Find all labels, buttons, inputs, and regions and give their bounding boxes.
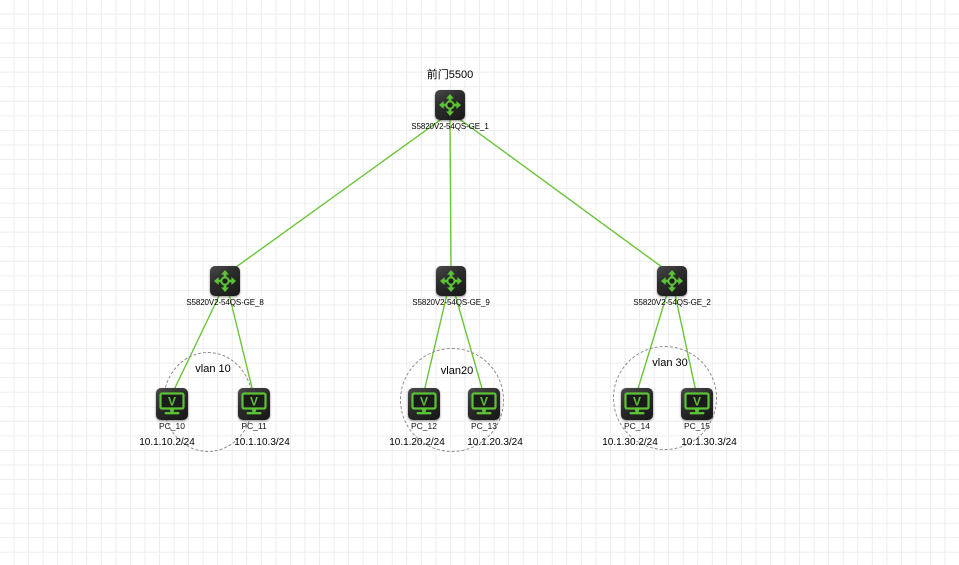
- switch-arrows-icon: [661, 270, 683, 292]
- switch-icon[interactable]: [210, 266, 240, 296]
- link-core-to-left[interactable]: [231, 117, 444, 271]
- pc-13-label: PC_13: [471, 421, 497, 431]
- pc-icon[interactable]: V: [408, 388, 440, 420]
- svg-text:V: V: [168, 394, 176, 408]
- vlan-group-20-boundary: [400, 348, 504, 452]
- pc-icon[interactable]: V: [156, 388, 188, 420]
- pc-14-label: PC_14: [624, 421, 650, 431]
- monitor-icon: V: [241, 392, 267, 415]
- monitor-icon: V: [471, 392, 497, 415]
- switch-icon[interactable]: [436, 266, 466, 296]
- vlan-group-20-label: vlan20: [440, 365, 474, 377]
- pc-15-label: PC_15: [684, 421, 710, 431]
- link-core-to-right[interactable]: [457, 117, 667, 271]
- pc-10-label: PC_10: [159, 421, 185, 431]
- pc-12-ip-label: 10.1.20.2/24: [389, 437, 445, 448]
- vlan-group-30-label: vlan 30: [652, 357, 688, 369]
- svg-text:V: V: [250, 394, 258, 408]
- link-core-to-middle[interactable]: [449, 119, 452, 269]
- switch-icon[interactable]: [435, 90, 465, 120]
- pc-icon[interactable]: V: [681, 388, 713, 420]
- monitor-icon: V: [624, 392, 650, 415]
- pc-10-ip-label: 10.1.10.2/24: [139, 437, 195, 448]
- topology-title: 前门5500: [426, 69, 474, 81]
- switch-arrows-icon: [214, 270, 236, 292]
- vlan-group-10-label: vlan 10: [195, 363, 231, 375]
- monitor-icon: V: [411, 392, 437, 415]
- monitor-icon: V: [684, 392, 710, 415]
- switch-arrows-icon: [439, 94, 461, 116]
- monitor-icon: V: [159, 392, 185, 415]
- switch-icon[interactable]: [657, 266, 687, 296]
- svg-text:V: V: [480, 394, 488, 408]
- pc-icon[interactable]: V: [468, 388, 500, 420]
- pc-14-ip-label: 10.1.30.2/24: [602, 437, 658, 448]
- core-switch-label: S5820V2-54QS-GE_1: [411, 122, 489, 131]
- svg-text:V: V: [633, 394, 641, 408]
- pc-13-ip-label: 10.1.20.3/24: [467, 437, 523, 448]
- svg-text:V: V: [693, 394, 701, 408]
- pc-15-ip-label: 10.1.30.3/24: [681, 437, 737, 448]
- pc-11-label: PC_11: [241, 421, 267, 431]
- pc-icon[interactable]: V: [621, 388, 653, 420]
- access-switch-middle-label: S5820V2-54QS-GE_9: [412, 298, 490, 307]
- vlan-group-30-boundary: [613, 346, 717, 450]
- switch-arrows-icon: [440, 270, 462, 292]
- access-switch-right-label: S5820V2-54QS-GE_2: [633, 298, 711, 307]
- pc-11-ip-label: 10.1.10.3/24: [234, 437, 290, 448]
- access-switch-left-label: S5820V2-54QS-GE_8: [186, 298, 264, 307]
- svg-text:V: V: [420, 394, 428, 408]
- pc-icon[interactable]: V: [238, 388, 270, 420]
- pc-12-label: PC_12: [411, 421, 437, 431]
